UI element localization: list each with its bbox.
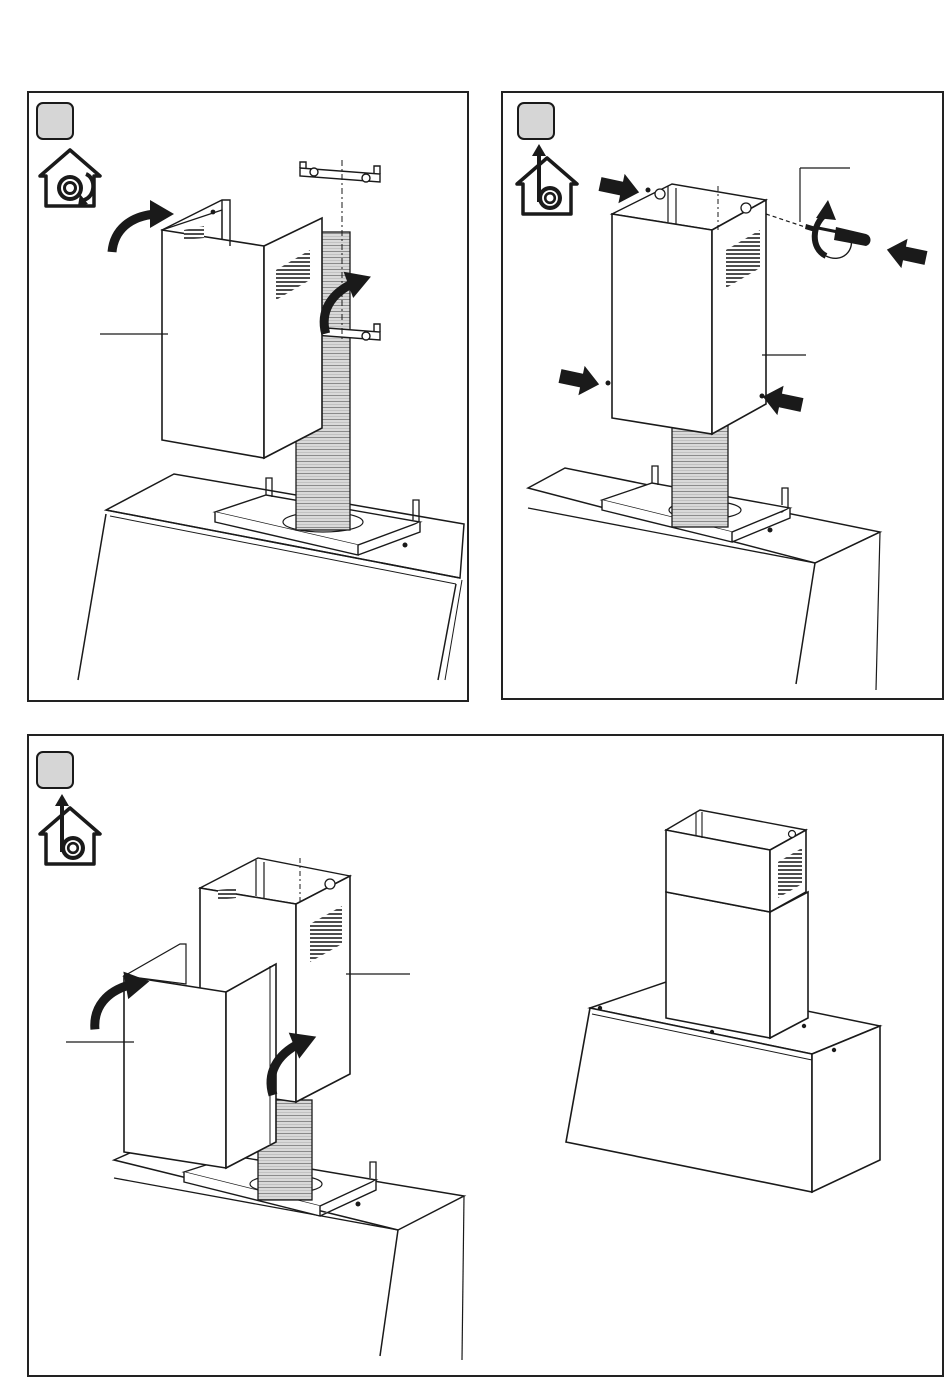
panel-2 — [502, 92, 943, 699]
panel-3 — [28, 735, 943, 1376]
chimney-cover-icon — [666, 810, 808, 1038]
chimney-cover-icon — [606, 184, 767, 434]
step-badge — [37, 103, 73, 139]
panel-1 — [28, 92, 468, 701]
step-badge — [518, 103, 554, 139]
step-badge — [37, 752, 73, 788]
flexible-duct-icon — [672, 425, 728, 527]
